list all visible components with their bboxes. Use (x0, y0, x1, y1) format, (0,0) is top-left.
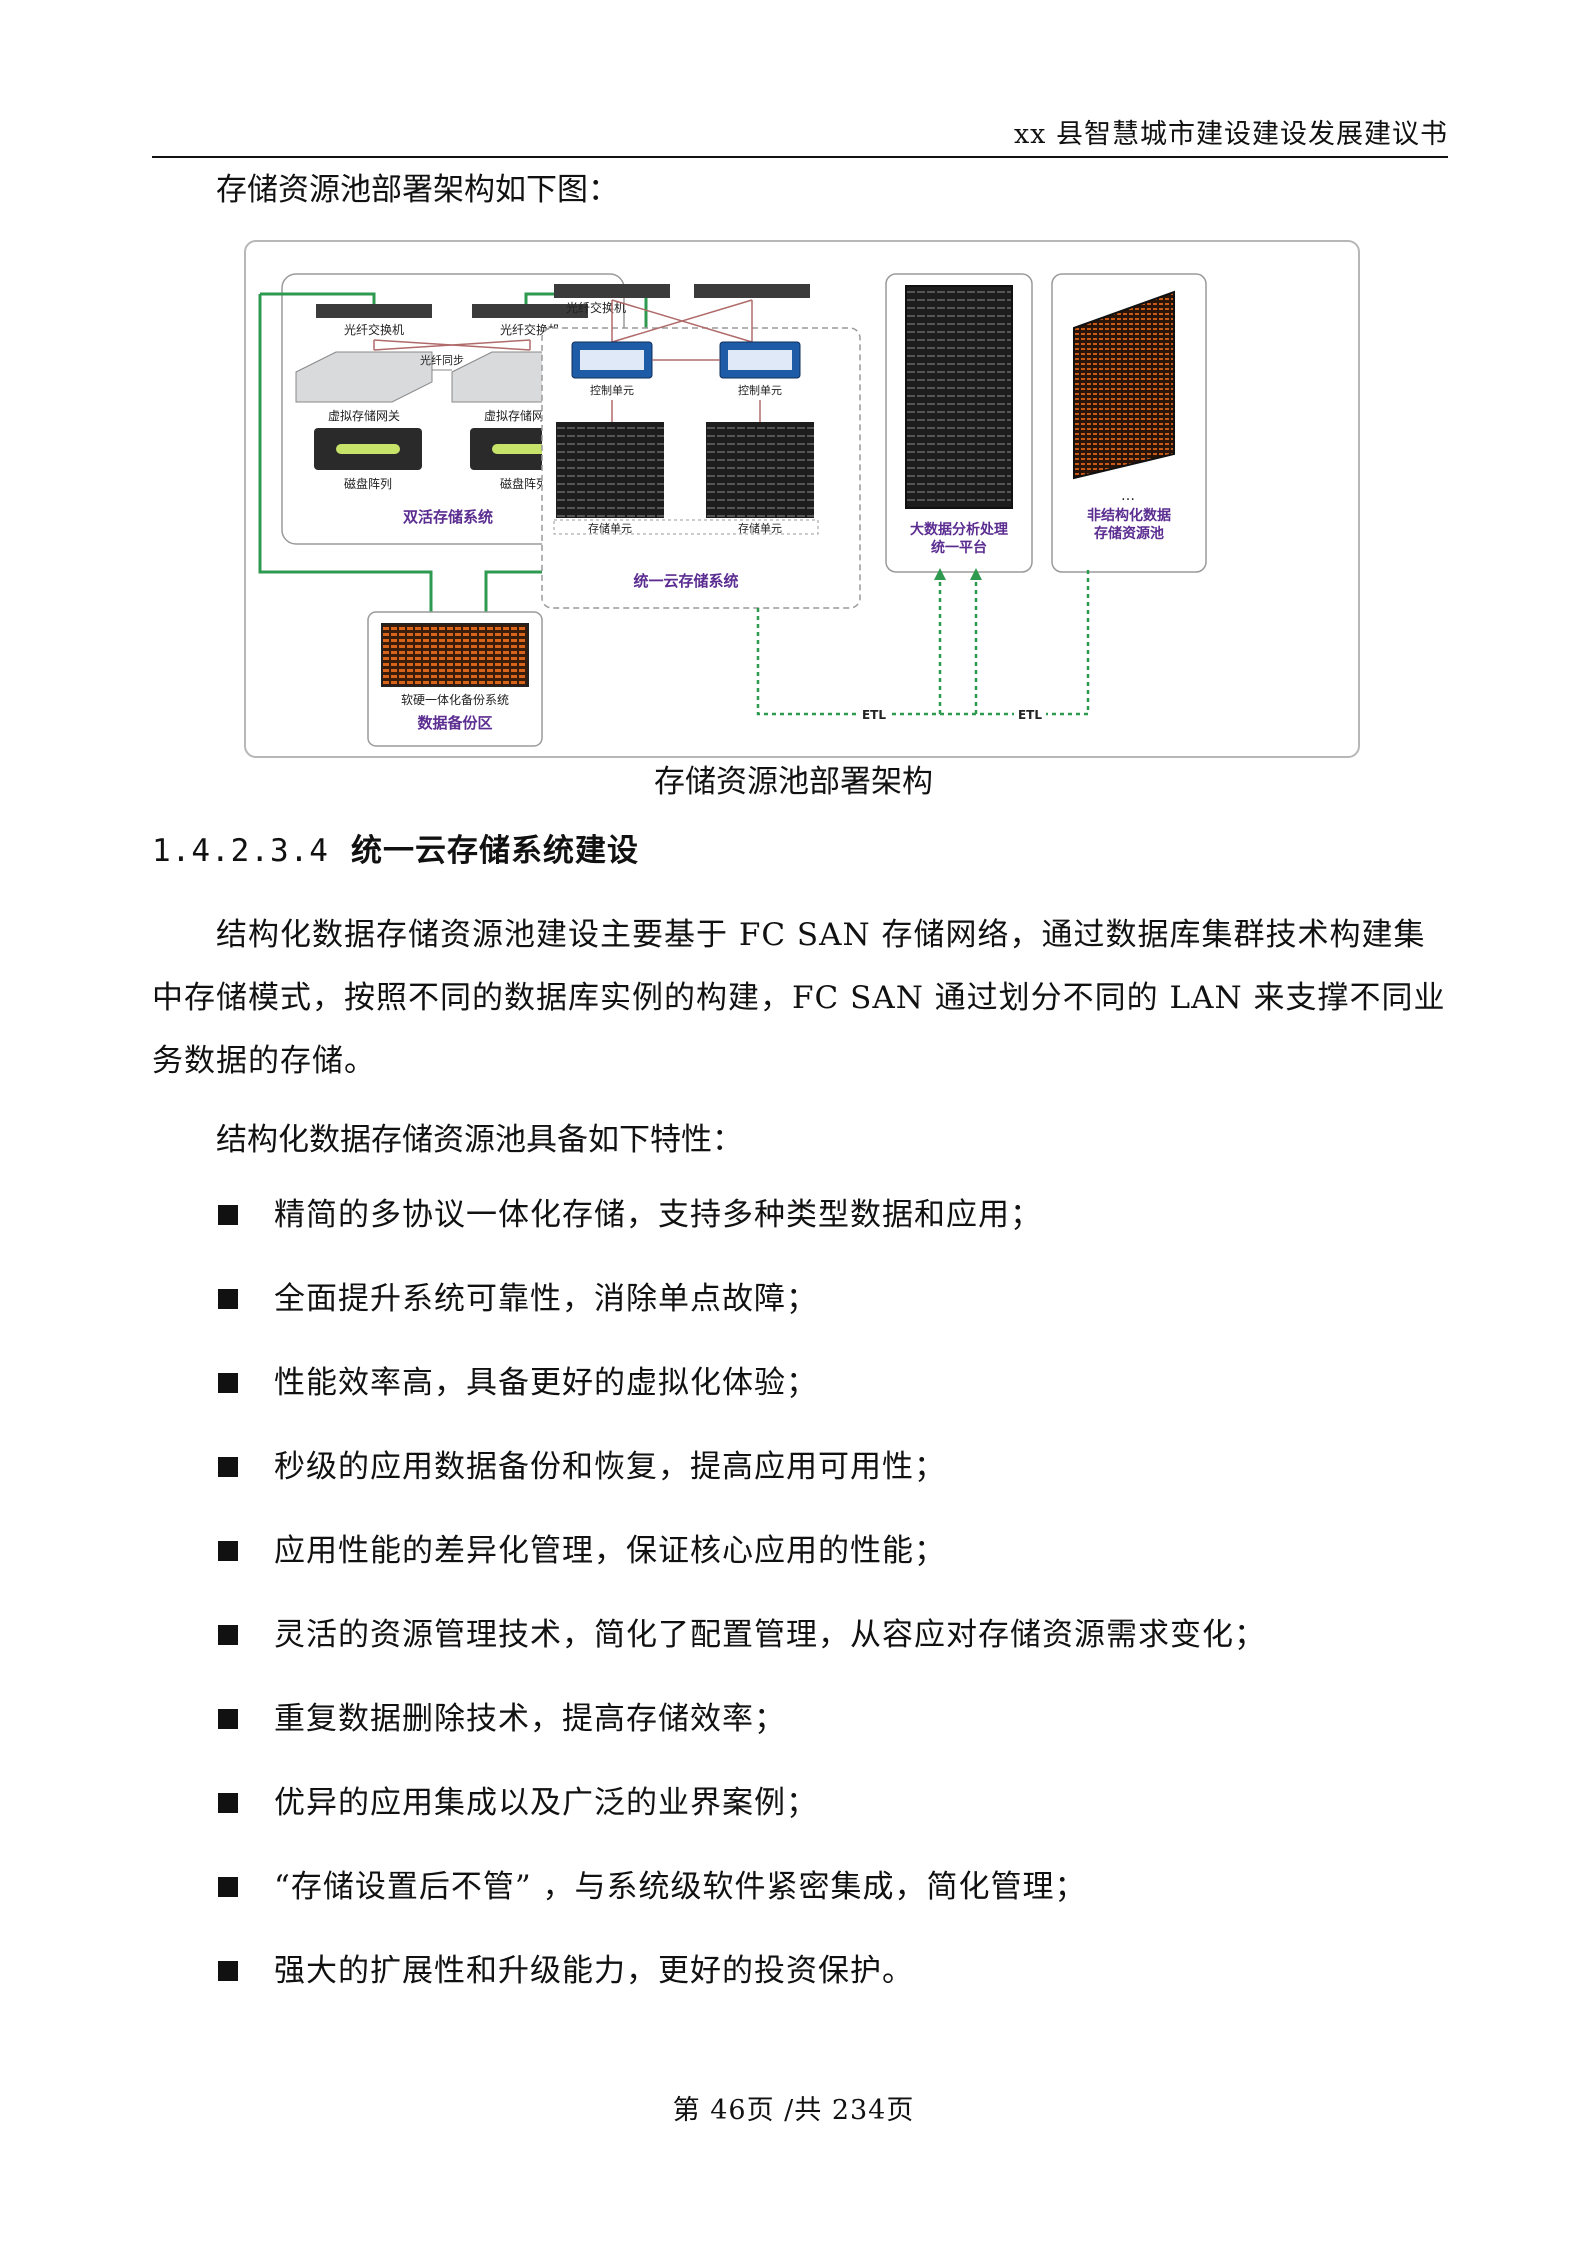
fiber-switch-center (554, 284, 670, 298)
label-unit-right: 存储单元 (738, 521, 782, 535)
square-bullet-icon (218, 1457, 238, 1477)
label-bigdata-line1: 大数据分析处理 (910, 521, 1008, 538)
list-item: 强大的扩展性和升级能力，更好的投资保护。 (218, 1949, 1448, 2033)
label-disk-right: 磁盘阵列 (500, 476, 548, 491)
green-link-left (258, 294, 433, 612)
body-paragraph-1: 结构化数据存储资源池建设主要基于 FC SAN 存储网络，通过数据库集群技术构建… (152, 917, 1446, 1079)
label-ctrl-right: 控制单元 (738, 383, 782, 397)
section-heading: 1.4.2.3.4 统一云存储系统建设 (152, 825, 639, 870)
list-item: “存储设置后不管” ，与系统级软件紧密集成，简化管理； (218, 1865, 1448, 1949)
figure-caption: 存储资源池部署架构 (654, 764, 933, 800)
square-bullet-icon (218, 1205, 238, 1225)
label-sync: 光纤同步 (420, 353, 464, 367)
label-unstructured-line1: 非结构化数据 (1087, 507, 1171, 524)
square-bullet-icon (218, 1877, 238, 1897)
square-bullet-icon (218, 1541, 238, 1561)
list-item: 秒级的应用数据备份和恢复，提高应用可用性； (218, 1445, 1448, 1529)
square-bullet-icon (218, 1625, 238, 1645)
architecture-diagram: 光纤交换机 光纤交换机 光纤同步 虚拟存储网关 虚拟存储网关 磁盘阵列 磁盘阵列… (244, 240, 1360, 758)
virtual-gateway-left (295, 351, 433, 403)
storage-unit-right (706, 422, 814, 518)
list-item: 全面提升系统可靠性，消除单点故障； (218, 1277, 1448, 1361)
label-unstructured-line2: 存储资源池 (1094, 525, 1164, 542)
fiber-switch-left (316, 304, 432, 318)
label-active-active: 双活存储系统 (403, 508, 493, 526)
header-title: xx 县智慧城市建设建设发展建议书 (1013, 119, 1448, 150)
unstructured-rack (1073, 290, 1175, 480)
label-etl-1: ETL (862, 708, 886, 722)
square-bullet-icon (218, 1289, 238, 1309)
fiber-switch-right (472, 304, 588, 318)
list-item: 灵活的资源管理技术，简化了配置管理，从容应对存储资源需求变化； (218, 1613, 1448, 1697)
square-bullet-icon (218, 1793, 238, 1813)
label-disk-left: 磁盘阵列 (344, 476, 392, 491)
list-item: 重复数据删除技术，提高存储效率； (218, 1697, 1448, 1781)
list-item: 应用性能的差异化管理，保证核心应用的性能； (218, 1529, 1448, 1613)
bigdata-rack (905, 285, 1013, 509)
cloud-storage-box (541, 327, 861, 609)
label-cloud-storage: 统一云存储系统 (633, 572, 738, 590)
page-header: xx 县智慧城市建设建设发展建议书 (152, 112, 1448, 158)
label-ctrl-left: 控制单元 (590, 383, 634, 397)
list-item: 精简的多协议一体化存储，支持多种类型数据和应用； (218, 1193, 1448, 1277)
page-footer: 第 46页 /共 234页 (672, 2095, 915, 2126)
label-backup-zone: 数据备份区 (417, 714, 492, 732)
label-gateway-right: 虚拟存储网关 (484, 408, 556, 423)
intro-text: 存储资源池部署架构如下图： (216, 172, 619, 208)
section-title: 统一云存储系统建设 (350, 833, 639, 869)
storage-unit-left (556, 422, 664, 518)
square-bullet-icon (218, 1961, 238, 1981)
body-paragraph-2: 结构化数据存储资源池具备如下特性： (216, 1122, 743, 1158)
list-item: 性能效率高，具备更好的虚拟化体验； (218, 1361, 1448, 1445)
label-switch-center: 光纤交换机 (566, 300, 626, 315)
section-number: 1.4.2.3.4 (152, 833, 329, 869)
square-bullet-icon (218, 1709, 238, 1729)
square-bullet-icon (218, 1373, 238, 1393)
label-unit-left: 存储单元 (588, 521, 632, 535)
diagram-canvas: 光纤交换机 光纤交换机 光纤同步 虚拟存储网关 虚拟存储网关 磁盘阵列 磁盘阵列… (258, 273, 1207, 747)
label-gateway-left: 虚拟存储网关 (328, 408, 400, 423)
list-item: 优异的应用集成以及广泛的业界案例； (218, 1781, 1448, 1865)
label-backup-system: 软硬一体化备份系统 (401, 693, 509, 707)
label-etl-2: ETL (1018, 708, 1042, 722)
feature-list: 精简的多协议一体化存储，支持多种类型数据和应用； 全面提升系统可靠性，消除单点故… (218, 1193, 1448, 2033)
label-switch-left: 光纤交换机 (344, 322, 404, 337)
fiber-switch-center-right (694, 284, 810, 298)
label-bigdata-line2: 统一平台 (931, 539, 987, 556)
green-link-left-top (260, 292, 376, 304)
backup-device (381, 623, 529, 687)
label-dots: … (1121, 488, 1135, 504)
